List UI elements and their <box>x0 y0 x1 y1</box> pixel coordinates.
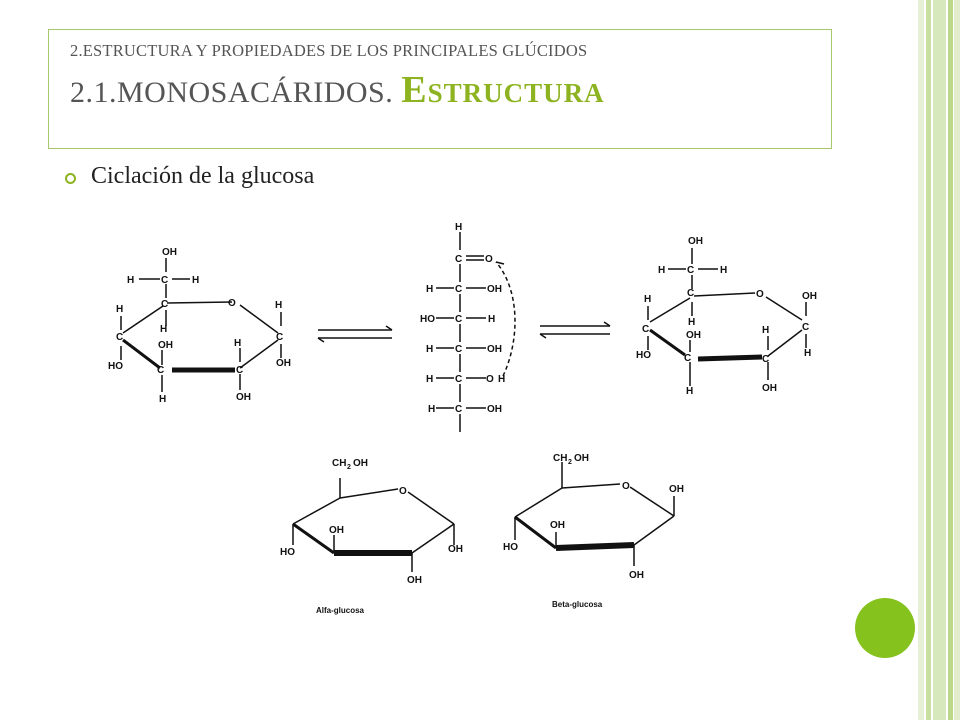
decorative-edge-bars <box>918 0 960 720</box>
svg-text:H: H <box>455 222 462 233</box>
svg-text:O: O <box>228 298 236 309</box>
svg-text:H: H <box>762 325 769 336</box>
svg-text:O: O <box>485 254 493 265</box>
svg-text:C: C <box>161 275 168 286</box>
svg-text:C: C <box>276 332 283 343</box>
svg-text:OH: OH <box>236 392 251 403</box>
svg-text:C: C <box>802 322 809 333</box>
svg-text:H: H <box>234 338 241 349</box>
svg-text:OH: OH <box>158 340 173 351</box>
svg-text:OH: OH <box>276 358 291 369</box>
svg-text:OH: OH <box>487 404 502 415</box>
svg-text:OH: OH <box>802 291 817 302</box>
alpha-glucose-haworth <box>292 478 455 572</box>
svg-text:OH: OH <box>762 383 777 394</box>
svg-text:C: C <box>684 353 691 364</box>
svg-text:H: H <box>488 314 495 325</box>
svg-text:H: H <box>720 265 727 276</box>
svg-text:H: H <box>426 344 433 355</box>
svg-text:C: C <box>762 354 769 365</box>
svg-text:OH: OH <box>353 458 368 469</box>
beta-pyranose-ring-numbered <box>647 248 807 386</box>
svg-text:C: C <box>236 365 243 376</box>
equilibrium-arrows-right <box>539 321 611 339</box>
svg-text:C: C <box>455 254 462 265</box>
svg-text:O: O <box>486 374 494 385</box>
svg-text:CH: CH <box>332 458 346 469</box>
svg-text:H: H <box>160 324 167 335</box>
svg-text:H: H <box>127 275 134 286</box>
title-frame <box>48 29 832 149</box>
svg-text:H: H <box>159 394 166 405</box>
svg-text:HO: HO <box>108 361 123 372</box>
svg-text:H: H <box>116 304 123 315</box>
svg-text:HO: HO <box>280 547 295 558</box>
svg-text:O: O <box>399 486 407 497</box>
svg-text:H: H <box>428 404 435 415</box>
beta-glucose-label: Beta-glucosa <box>552 600 603 609</box>
decorative-green-circle <box>855 598 915 658</box>
svg-text:OH: OH <box>629 570 644 581</box>
svg-text:OH: OH <box>448 544 463 555</box>
svg-text:HO: HO <box>420 314 435 325</box>
svg-text:C: C <box>157 365 164 376</box>
svg-text:C: C <box>116 332 123 343</box>
beta-glucose-haworth <box>514 462 675 566</box>
svg-text:O: O <box>622 481 630 492</box>
svg-text:C: C <box>687 288 694 299</box>
svg-text:OH: OH <box>669 484 684 495</box>
svg-text:2: 2 <box>568 459 572 466</box>
svg-text:C: C <box>455 314 462 325</box>
svg-text:OH: OH <box>329 525 344 536</box>
svg-text:H: H <box>498 374 505 385</box>
svg-text:H: H <box>688 317 695 328</box>
svg-text:H: H <box>658 265 665 276</box>
svg-text:OH: OH <box>686 330 701 341</box>
svg-text:C: C <box>455 284 462 295</box>
svg-text:HO: HO <box>636 350 651 361</box>
bullet-circle-icon <box>65 173 76 184</box>
svg-text:C: C <box>455 374 462 385</box>
svg-text:H: H <box>804 348 811 359</box>
svg-text:OH: OH <box>574 453 589 464</box>
svg-text:HO: HO <box>503 542 518 553</box>
svg-text:C: C <box>455 344 462 355</box>
alpha-glucose-label: Alfa-glucosa <box>316 606 365 615</box>
svg-text:OH: OH <box>407 575 422 586</box>
svg-text:H: H <box>644 294 651 305</box>
slide-title-accent: Estructura <box>401 69 605 111</box>
alpha-pyranose-ring-numbered <box>120 258 282 392</box>
svg-text:C: C <box>161 299 168 310</box>
svg-text:H: H <box>686 386 693 397</box>
slide-title-prefix: 2.1.MONOSACÁRIDOS. <box>70 76 402 109</box>
svg-text:OH: OH <box>487 284 502 295</box>
svg-text:OH: OH <box>487 344 502 355</box>
svg-text:OH: OH <box>688 236 703 247</box>
svg-text:H: H <box>192 275 199 286</box>
svg-text:H: H <box>426 374 433 385</box>
slide-supertitle: 2.ESTRUCTURA Y PROPIEDADES DE LOS PRINCI… <box>70 41 588 60</box>
slide-title: 2.1.MONOSACÁRIDOS. Estructura <box>70 68 605 112</box>
beta-pyranose-ring-numbered-labels: OH H C H C O OH H C C H OH H HO C C H H OH <box>636 236 817 397</box>
svg-text:O: O <box>756 289 764 300</box>
bullet-text: Ciclación de la glucosa <box>91 163 315 189</box>
svg-text:H: H <box>426 284 433 295</box>
svg-text:OH: OH <box>550 520 565 531</box>
svg-text:CH: CH <box>553 453 567 464</box>
svg-text:C: C <box>455 404 462 415</box>
equilibrium-arrows-left <box>317 325 393 343</box>
open-chain-glucose <box>436 232 516 432</box>
svg-text:C: C <box>642 324 649 335</box>
svg-text:OH: OH <box>162 247 177 258</box>
svg-text:H: H <box>275 300 282 311</box>
svg-text:2: 2 <box>347 464 351 471</box>
svg-text:C: C <box>687 265 694 276</box>
